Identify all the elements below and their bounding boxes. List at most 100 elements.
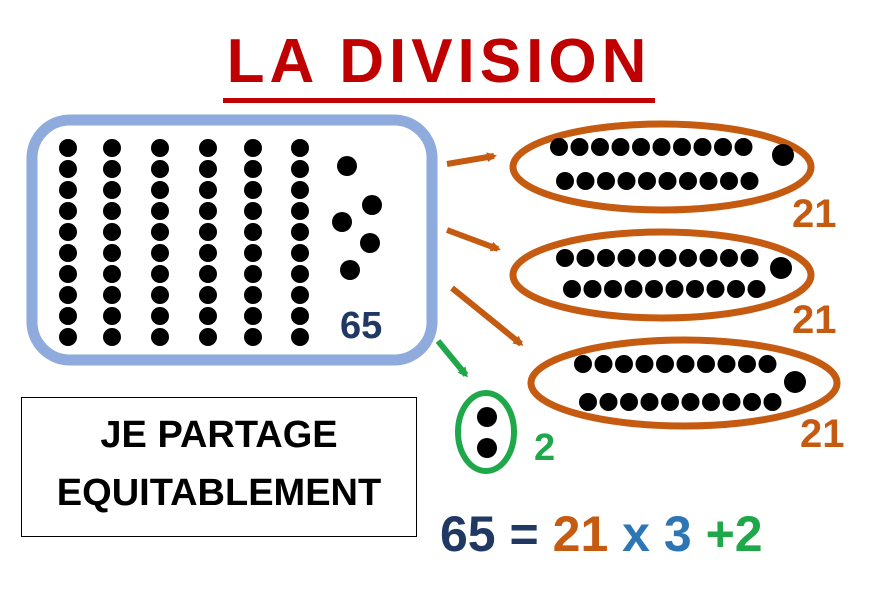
dot	[570, 138, 589, 156]
dot	[151, 181, 169, 199]
dot	[291, 202, 309, 220]
dot	[686, 280, 704, 298]
dot	[103, 139, 121, 157]
dot	[151, 265, 169, 283]
dot	[199, 328, 217, 346]
dot	[337, 156, 357, 176]
dot	[199, 181, 217, 199]
equation: 65 = 21 x 3 +2	[440, 505, 763, 563]
dot	[604, 280, 622, 298]
dot	[693, 138, 712, 156]
caption-line-2: EQUITABLEMENT	[56, 472, 382, 514]
dot	[291, 160, 309, 178]
dot	[681, 393, 700, 411]
dot	[59, 223, 77, 241]
dot	[652, 138, 671, 156]
equation-quotient: 21	[552, 506, 609, 562]
dot	[550, 138, 568, 156]
dot	[151, 160, 169, 178]
dot	[656, 355, 674, 373]
dot	[244, 328, 262, 346]
dot	[658, 172, 677, 190]
dot	[563, 280, 581, 298]
dot	[615, 355, 633, 373]
dot	[151, 202, 169, 220]
group-count-3: 21	[800, 412, 845, 456]
dot	[676, 355, 695, 373]
dot	[199, 307, 217, 325]
dot	[747, 280, 766, 298]
dot	[772, 144, 794, 166]
dot	[244, 286, 262, 304]
dot	[556, 172, 574, 190]
dot	[59, 244, 77, 262]
dot	[763, 393, 782, 411]
caption-box: JE PARTAGE EQUITABLEMENT	[21, 397, 417, 537]
dot	[103, 244, 121, 262]
dot	[199, 160, 217, 178]
dot	[59, 139, 77, 157]
dot	[59, 307, 77, 325]
dot	[103, 328, 121, 346]
equation-equals: =	[509, 506, 539, 562]
dot	[743, 393, 761, 411]
dot	[244, 244, 262, 262]
source-frame	[26, 114, 438, 366]
dot	[103, 286, 121, 304]
dot	[103, 265, 121, 283]
dot	[638, 172, 656, 190]
dot	[103, 202, 121, 220]
dot	[291, 307, 309, 325]
group-ellipse-3	[527, 336, 841, 430]
dot	[679, 172, 697, 190]
dot	[632, 138, 650, 156]
dot	[59, 328, 77, 346]
dot	[151, 307, 169, 325]
dot	[734, 138, 753, 156]
dot	[199, 223, 217, 241]
dot	[697, 355, 715, 373]
dot	[720, 172, 738, 190]
dot	[244, 202, 262, 220]
dot	[199, 286, 217, 304]
group-count-2: 21	[792, 298, 837, 342]
page-title: LA DIVISION	[0, 26, 878, 103]
arrow-to-remainder	[435, 339, 469, 378]
dot	[291, 181, 309, 199]
equation-divisor: 3	[663, 506, 692, 562]
dot	[59, 181, 77, 199]
dot	[360, 233, 380, 253]
dot	[244, 265, 262, 283]
dot	[717, 355, 736, 373]
dot	[244, 307, 262, 325]
remainder-count: 2	[534, 427, 556, 469]
dot	[673, 138, 691, 156]
dot	[199, 202, 217, 220]
dot	[576, 172, 595, 190]
dot	[770, 257, 792, 279]
dot	[658, 249, 677, 267]
dot	[576, 249, 595, 267]
dot	[617, 172, 636, 190]
dot	[661, 393, 679, 411]
dot	[617, 249, 636, 267]
dot	[291, 244, 309, 262]
dot	[740, 249, 759, 267]
dot	[244, 223, 262, 241]
dot	[362, 195, 382, 215]
dot	[784, 371, 806, 393]
dot	[638, 249, 656, 267]
dot	[332, 212, 352, 232]
dot	[103, 181, 121, 199]
remainder-ellipse	[455, 390, 517, 474]
source-dots	[59, 139, 382, 346]
equation-remainder: +2	[705, 506, 763, 562]
dot	[706, 280, 725, 298]
dot	[679, 249, 697, 267]
dot	[199, 265, 217, 283]
dot	[699, 172, 718, 190]
dot	[620, 393, 638, 411]
total-count: 65	[340, 305, 383, 347]
dot	[740, 172, 759, 190]
